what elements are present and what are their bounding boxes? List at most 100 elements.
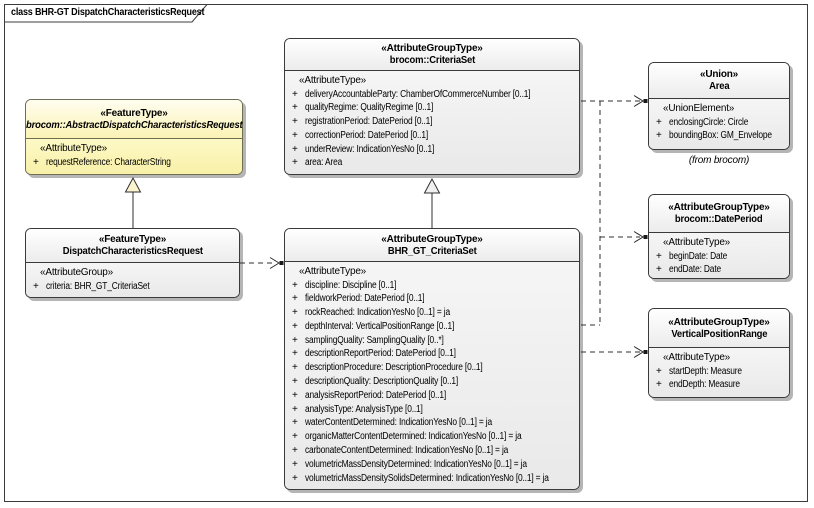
attribute-text: descriptionQuality: DescriptionQuality [… xyxy=(305,376,459,388)
attribute-row: +qualityRegime: QualityRegime [0..1] xyxy=(285,101,579,115)
visibility-marker: + xyxy=(656,379,662,391)
class-box-dispatch-characteristics-request[interactable]: «FeatureType» DispatchCharacteristicsReq… xyxy=(25,228,240,298)
attribute-row: +requestReference: CharacterString xyxy=(26,156,242,170)
class-name: DispatchCharacteristicsRequest xyxy=(62,245,203,257)
attribute-row: + organicMatterContentDetermined: Indicat… xyxy=(285,430,579,444)
visibility-marker: + xyxy=(292,472,298,484)
attribute-text: volumetricMassDensitySolidsDetermined: I… xyxy=(305,472,549,484)
class-header: «AttributeGroupType» BHR_GT_CriteriaSet xyxy=(285,229,579,262)
attribute-text: descriptionProcedure: DescriptionProcedu… xyxy=(305,362,483,374)
visibility-marker: + xyxy=(292,279,298,291)
attribute-text: samplingQuality: SamplingQuality [0..*] xyxy=(305,334,444,346)
class-name: brocom::DatePeriod xyxy=(675,213,763,225)
attribute-row: + volumetricMassDensitySolidsDetermined: … xyxy=(285,472,579,486)
class-box-abstract-dispatch-characteristics-request[interactable]: «FeatureType» brocom::AbstractDispatchCh… xyxy=(25,99,243,175)
visibility-marker: + xyxy=(292,389,298,401)
attribute-text: carbonateContentDetermined: IndicationYe… xyxy=(305,445,509,457)
visibility-marker: + xyxy=(292,431,298,443)
diagram-frame xyxy=(4,4,808,502)
class-name: brocom::CriteriaSet xyxy=(389,54,475,66)
attribute-row: +area: Area xyxy=(285,156,579,170)
visibility-marker: + xyxy=(292,362,298,374)
attributes-compartment: «AttributeType» +requestReference: Chara… xyxy=(26,139,242,174)
attribute-text: volumetricMassDensityDetermined: Indicat… xyxy=(305,458,527,470)
attribute-text: analysisType: AnalysisType [0..1] xyxy=(305,403,423,415)
attribute-row: + waterContentDetermined: IndicationYesNo… xyxy=(285,416,579,430)
visibility-marker: + xyxy=(292,334,298,346)
attribute-text: discipline: Discipline [0..1] xyxy=(305,279,397,291)
attribute-row: + deliveryAccountableParty: ChamberOfComm… xyxy=(285,88,579,102)
attribute-row: + boundingBox: GM_Envelope xyxy=(649,129,789,143)
stereotype-label: «FeatureType» xyxy=(100,107,168,119)
attribute-row: +volumetricMassDensityDetermined: Indica… xyxy=(285,458,579,472)
attribute-text: waterContentDetermined: IndicationYesNo … xyxy=(305,417,493,429)
class-box-bhr-gt-criteriaset[interactable]: «AttributeGroupType» BHR_GT_CriteriaSet … xyxy=(284,228,580,490)
attribute-text: area: Area xyxy=(305,157,343,169)
attribute-text: endDepth: Measure xyxy=(669,379,740,391)
attribute-text: correctionPeriod: DatePeriod [0..1] xyxy=(305,129,428,141)
attribute-row: + criteria: BHR_GT_CriteriaSet xyxy=(26,280,239,294)
attribute-row: +beginDate: Date xyxy=(649,250,789,264)
visibility-marker: + xyxy=(656,365,662,377)
attributes-compartment: «AttributeType» + startDepth: Measure + end… xyxy=(649,348,789,397)
attribute-row: +analysisType: AnalysisType [0..1] xyxy=(285,403,579,417)
visibility-marker: + xyxy=(33,280,39,292)
attribute-text: beginDate: Date xyxy=(669,250,728,262)
attribute-row: +enclosingCircle: Circle xyxy=(649,116,789,130)
attribute-text: registrationPeriod: DatePeriod [0..1] xyxy=(305,116,433,128)
attribute-row: + startDepth: Measure xyxy=(649,365,789,379)
attribute-text: endDate: Date xyxy=(669,264,721,276)
compartment-stereotype: «AttributeType» xyxy=(299,75,367,86)
class-box-brocom-dateperiod[interactable]: «AttributeGroupType» brocom::DatePeriod … xyxy=(648,194,790,279)
visibility-marker: + xyxy=(292,376,298,388)
stereotype-label: «AttributeGroupType» xyxy=(381,233,483,245)
visibility-marker: + xyxy=(292,307,298,319)
class-header: «FeatureType» brocom::AbstractDispatchCh… xyxy=(26,100,242,139)
attribute-row: + registrationPeriod: DatePeriod [0..1] xyxy=(285,115,579,129)
compartment-stereotype: «AttributeType» xyxy=(40,143,108,154)
visibility-marker: + xyxy=(292,88,298,100)
attribute-text: analysisReportPeriod: DatePeriod [0..1] xyxy=(305,389,447,401)
attribute-row: +depthInterval: VerticalPositionRange [0… xyxy=(285,320,579,334)
attributes-compartment: «AttributeGroup» + criteria: BHR_GT_Crite… xyxy=(26,263,239,297)
class-box-vertical-position-range[interactable]: «AttributeGroupType» VerticalPositionRan… xyxy=(648,308,790,398)
attributes-compartment: «UnionElement» +enclosingCircle: Circle+… xyxy=(649,99,789,149)
stereotype-label: «AttributeGroupType» xyxy=(668,202,770,213)
attribute-text: fieldworkPeriod: DatePeriod [0..1] xyxy=(305,293,425,305)
attribute-row: + rockReached: IndicationYesNo [0..1] = j… xyxy=(285,306,579,320)
attribute-text: deliveryAccountableParty: ChamberOfComme… xyxy=(305,88,531,100)
attribute-row: + samplingQuality: SamplingQuality [0..*] xyxy=(285,334,579,348)
attribute-text: organicMatterContentDetermined: Indicati… xyxy=(305,431,522,443)
visibility-marker: + xyxy=(292,417,298,429)
class-name: Area xyxy=(708,80,730,92)
compartment-stereotype: «AttributeType» xyxy=(663,352,731,363)
attribute-text: startDepth: Measure xyxy=(669,365,742,377)
attribute-row: +endDate: Date xyxy=(649,263,789,277)
class-box-area-union[interactable]: «Union» Area «UnionElement» +enclosingCi… xyxy=(648,62,790,150)
compartment-stereotype: «AttributeGroup» xyxy=(40,267,113,278)
visibility-marker: + xyxy=(292,293,298,305)
visibility-marker: + xyxy=(292,129,298,141)
visibility-marker: + xyxy=(292,116,298,128)
stereotype-label: «Union» xyxy=(699,69,739,80)
class-box-brocom-criteriaset[interactable]: «AttributeGroupType» brocom::CriteriaSet… xyxy=(284,38,580,175)
class-header: «FeatureType» DispatchCharacteristicsReq… xyxy=(26,229,239,263)
attribute-row: + analysisReportPeriod: DatePeriod [0..1] xyxy=(285,389,579,403)
compartment-stereotype: «AttributeType» xyxy=(299,266,367,277)
attributes-compartment: «AttributeType» + discipline: Discipline … xyxy=(285,262,579,489)
visibility-marker: + xyxy=(656,130,662,142)
attribute-row: +carbonateContentDetermined: IndicationY… xyxy=(285,444,579,458)
class-name: BHR_GT_CriteriaSet xyxy=(387,244,477,257)
attribute-text: rockReached: IndicationYesNo [0..1] = ja xyxy=(305,307,450,319)
compartment-stereotype: «AttributeType» xyxy=(663,237,731,248)
attribute-row: +descriptionReportPeriod: DatePeriod [0.… xyxy=(285,347,579,361)
attribute-text: descriptionReportPeriod: DatePeriod [0..… xyxy=(305,348,456,360)
attribute-text: criteria: BHR_GT_CriteriaSet xyxy=(46,280,150,292)
attribute-row: + descriptionQuality: DescriptionQuality … xyxy=(285,375,579,389)
visibility-marker: + xyxy=(33,156,39,168)
class-name: brocom::AbstractDispatchCharacteristicsR… xyxy=(25,118,243,131)
from-package-note: (from brocom) xyxy=(688,155,750,166)
attribute-row: + discipline: Discipline [0..1] xyxy=(285,279,579,293)
attribute-text: boundingBox: GM_Envelope xyxy=(669,130,772,142)
diagram-title: class BHR-GT DispatchCharacteristicsRequ… xyxy=(11,7,205,18)
